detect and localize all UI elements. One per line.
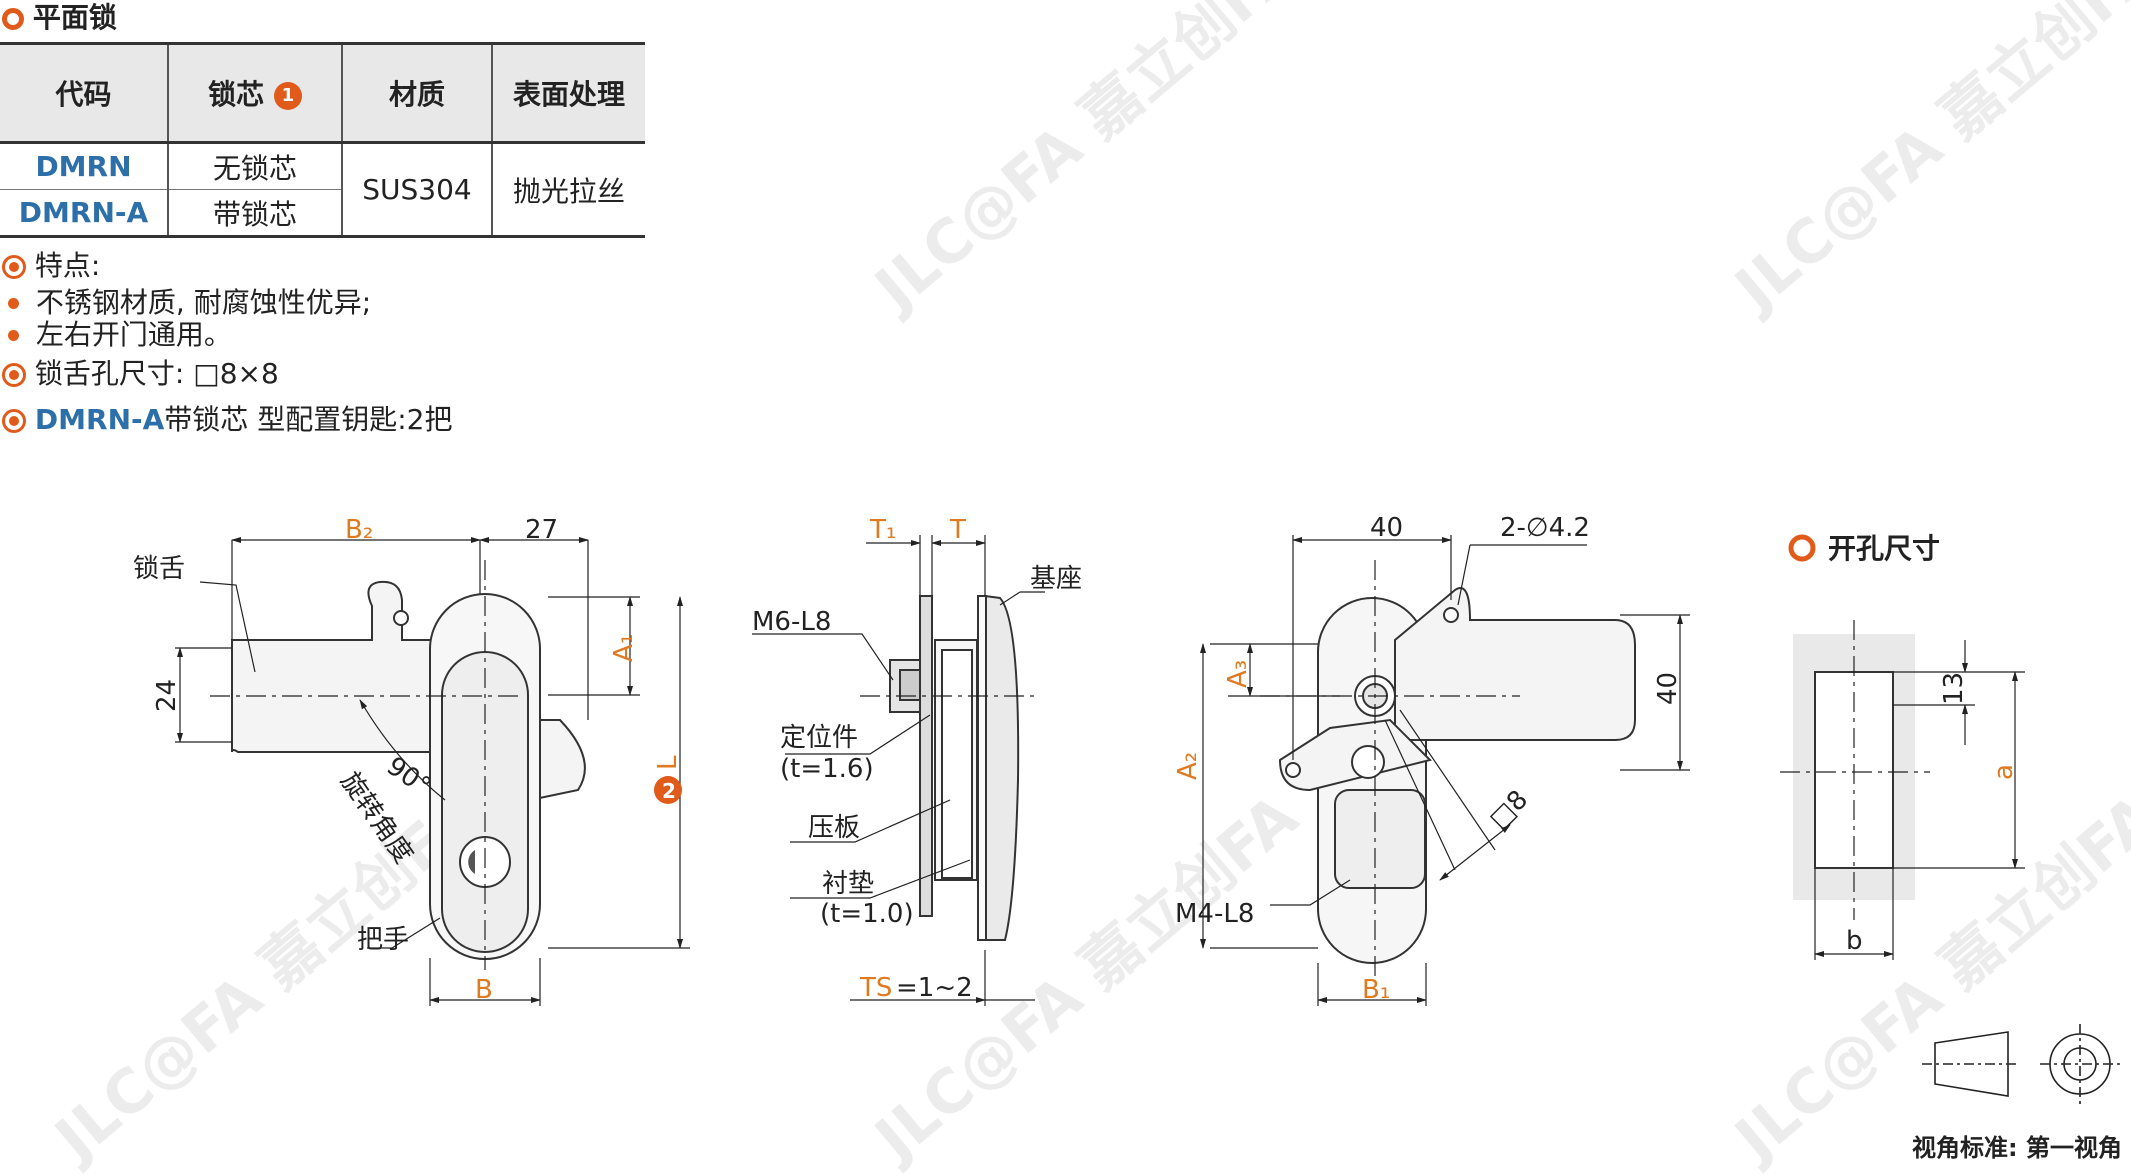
feature-item: 左右开门通用。	[8, 319, 232, 351]
features-title-line: 特点:	[2, 250, 100, 282]
dim-t: T	[949, 515, 966, 545]
note-1-badge: 1	[273, 82, 302, 110]
label-m4: M4-L8	[1175, 899, 1254, 929]
label-gasket-t: (t=1.0)	[820, 899, 914, 929]
cutout-title: 开孔尺寸	[1828, 532, 1940, 565]
table-header-row: 代码 锁芯 1 材质 表面处理	[0, 42, 645, 144]
dim-ts-value: =1~2	[896, 973, 973, 1003]
hole-size-line: 锁舌孔尺寸: □8×8	[2, 358, 279, 390]
dim-holes: 2-∅4.2	[1500, 513, 1590, 543]
table-row: DMRN 无锁芯 SUS304 抛光拉丝	[0, 142, 645, 238]
dim-b2: B₂	[345, 515, 373, 545]
section-header: 平面锁	[2, 2, 117, 34]
back-view	[1278, 587, 1636, 964]
key-note-code: DMRN-A	[34, 403, 165, 436]
side-view	[889, 594, 1020, 941]
dim-13: 13	[1939, 672, 1969, 705]
label-gasket: 衬垫	[822, 869, 874, 899]
col-finish-header: 表面处理	[491, 42, 645, 144]
ring-bullet-icon	[2, 8, 24, 30]
label-handle: 把手	[357, 925, 409, 955]
bullseye-bullet-icon	[2, 409, 26, 433]
label-tongue: 锁舌	[133, 554, 185, 584]
side-labels: T₁ T 基座 M6-L8 定位件 (t=1.6) 压板 衬垫 (t=1.0) …	[752, 515, 1082, 1003]
dim-ts: TS	[859, 973, 892, 1003]
dim-a: a	[1989, 764, 2019, 780]
first-angle-projection-icon	[1922, 1024, 2120, 1104]
dim-27: 27	[525, 515, 558, 545]
bullseye-bullet-icon	[2, 363, 26, 387]
spec-table: 代码 锁芯 1 材质 表面处理 DMRN 无锁芯 SUS304 抛光拉丝 DMR…	[0, 42, 645, 238]
dim-40-top: 40	[1370, 513, 1403, 543]
dim-a1: A₁	[609, 634, 639, 662]
dim-sq8: □8	[1484, 785, 1534, 835]
col-core-header: 锁芯 1	[167, 42, 342, 144]
label-base: 基座	[1030, 564, 1082, 594]
code-cell: DMRN-A	[0, 189, 168, 238]
feature-item: 不锈钢材质, 耐腐蚀性优异;	[8, 287, 371, 319]
finish-cell: 抛光拉丝	[491, 142, 645, 238]
svg-text:2: 2	[662, 779, 676, 803]
cutout-view: 开孔尺寸 13 a b	[1780, 532, 2025, 960]
col-material-header: 材质	[341, 42, 492, 144]
view-standard: 视角标准: 第一视角	[1912, 1134, 2122, 1162]
dim-b-cutout: b	[1846, 926, 1863, 956]
key-note-line: DMRN-A带锁芯 型配置钥匙:2把	[2, 404, 452, 436]
dim-a3: A₃	[1223, 660, 1253, 688]
label-angle: 90°	[381, 751, 436, 802]
col-code-header: 代码	[0, 42, 168, 144]
dot-bullet-icon	[8, 330, 19, 341]
table-row: DMRN-A 带锁芯	[0, 189, 645, 238]
section-title: 平面锁	[32, 1, 117, 34]
material-cell: SUS304	[341, 142, 492, 238]
front-dims	[175, 537, 690, 1006]
dim-t1: T₁	[869, 515, 896, 545]
core-cell: 带锁芯	[167, 189, 342, 238]
back-dims	[1200, 535, 1690, 1006]
note-2-badge	[654, 776, 682, 804]
hole-size-text: 锁舌孔尺寸: □8×8	[34, 357, 279, 390]
dim-b: B	[475, 975, 493, 1005]
label-m6: M6-L8	[752, 607, 831, 637]
dot-bullet-icon	[8, 298, 19, 309]
label-plate: 压板	[808, 813, 860, 843]
key-note-text: 带锁芯 型配置钥匙:2把	[164, 403, 453, 436]
ring-bullet-icon	[1788, 534, 1816, 562]
back-labels: 40 2-∅4.2 A₃ A₂ 40 □8 M4-L8 B₁	[1173, 513, 1683, 1005]
label-locator: 定位件	[780, 723, 858, 753]
bullseye-bullet-icon	[2, 255, 26, 279]
dim-a2: A₂	[1173, 752, 1203, 780]
label-locator-t: (t=1.6)	[780, 754, 874, 784]
dim-b1: B₁	[1362, 975, 1390, 1005]
side-dims	[752, 535, 1045, 1006]
dim-40-right: 40	[1653, 672, 1683, 705]
features-title: 特点:	[34, 249, 101, 282]
code-cell: DMRN	[0, 142, 168, 190]
core-cell: 无锁芯	[167, 142, 342, 190]
dim-24: 24	[152, 679, 182, 712]
dim-l: L	[653, 755, 683, 770]
front-labels: B₂ 27 锁舌 24 A₁ 2 L B 把手 90° 旋转角度	[133, 515, 683, 1005]
